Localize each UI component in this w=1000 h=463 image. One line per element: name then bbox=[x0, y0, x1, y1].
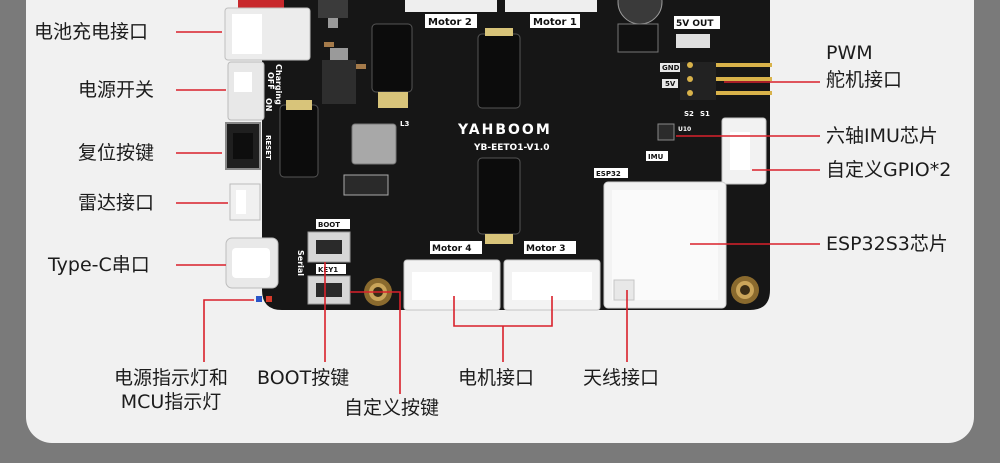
label-esp32: ESP32S3芯片 bbox=[826, 233, 948, 255]
label-reset-button: 复位按键 bbox=[78, 142, 155, 164]
capacitor-2 bbox=[279, 100, 319, 178]
silk-serial: Serial bbox=[296, 250, 305, 276]
silk-s2: S2 bbox=[684, 110, 694, 118]
silk-5v-label: 5V bbox=[665, 80, 676, 88]
label-power-mcu-led-line1: 电源指示灯和 bbox=[113, 367, 228, 389]
5v-out-connector bbox=[676, 34, 710, 48]
imu-chip bbox=[657, 123, 675, 141]
silk-boot: BOOT bbox=[318, 221, 340, 229]
label-power-mcu-led: 电源指示灯和 MCU指示灯 bbox=[96, 366, 246, 414]
silk-motor2: Motor 2 bbox=[428, 17, 472, 28]
diode bbox=[343, 174, 389, 196]
silk-off: OFF bbox=[266, 72, 275, 90]
led-mcu bbox=[266, 296, 272, 302]
regulator-mid bbox=[322, 60, 356, 104]
motor2-connector bbox=[405, 0, 497, 12]
motor3-connector bbox=[503, 259, 601, 311]
silk-model: YB-EETO1-V1.0 bbox=[473, 143, 549, 153]
silk-5v-out: 5V OUT bbox=[676, 19, 714, 29]
label-gpio: 自定义GPIO*2 bbox=[826, 159, 952, 181]
silk-esp32: ESP32 bbox=[596, 170, 621, 178]
silk-gnd-label: GND bbox=[662, 64, 680, 72]
silk-key1: KEY1 bbox=[318, 266, 338, 274]
inductor-l3 bbox=[351, 123, 397, 165]
label-power-switch: 电源开关 bbox=[78, 79, 155, 101]
silk-logo: YAHBOOM bbox=[457, 122, 552, 138]
label-custom-button: 自定义按键 bbox=[344, 397, 440, 419]
silk-on: ON bbox=[264, 98, 273, 112]
silk-reset: RESET bbox=[264, 135, 272, 160]
capacitor-3 bbox=[477, 28, 521, 109]
label-battery-port: 电池充电接口 bbox=[34, 21, 149, 43]
motor1-connector bbox=[505, 0, 597, 12]
capacitor-4 bbox=[477, 157, 521, 244]
red-component bbox=[238, 0, 284, 8]
silk-charging: Charging bbox=[274, 64, 283, 105]
silk-motor1: Motor 1 bbox=[533, 17, 577, 28]
label-pwm-servo: PWM 舵机接口 bbox=[826, 40, 956, 94]
regulator-top bbox=[318, 0, 348, 18]
leader-lines bbox=[176, 31, 820, 394]
silk-s1: S1 bbox=[700, 110, 710, 118]
label-antenna-port: 天线接口 bbox=[583, 367, 660, 389]
silk-motor4: Motor 4 bbox=[432, 244, 471, 254]
silk-imu: IMU bbox=[648, 153, 664, 161]
label-imu: 六轴IMU芯片 bbox=[826, 125, 938, 147]
chip-5v bbox=[617, 23, 659, 53]
label-pwm-line1: PWM bbox=[826, 42, 873, 64]
label-lidar-port: 雷达接口 bbox=[78, 192, 155, 214]
antenna-connector bbox=[613, 279, 635, 301]
label-motor-port: 电机接口 bbox=[458, 367, 535, 389]
silk-motor3: Motor 3 bbox=[526, 244, 565, 254]
label-power-mcu-led-line2: MCU指示灯 bbox=[120, 391, 222, 413]
pwm-header bbox=[680, 62, 772, 100]
led-power bbox=[256, 296, 262, 302]
label-boot-button: BOOT按键 bbox=[257, 367, 350, 389]
motor4-connector bbox=[403, 259, 501, 311]
silk-l3: L3 bbox=[400, 120, 409, 128]
silk-u10: U10 bbox=[678, 126, 691, 133]
capacitor-1 bbox=[371, 23, 413, 108]
mounting-hole-right bbox=[731, 276, 759, 304]
label-typec-serial: Type-C串口 bbox=[48, 254, 150, 276]
label-pwm-line2: 舵机接口 bbox=[826, 69, 903, 91]
